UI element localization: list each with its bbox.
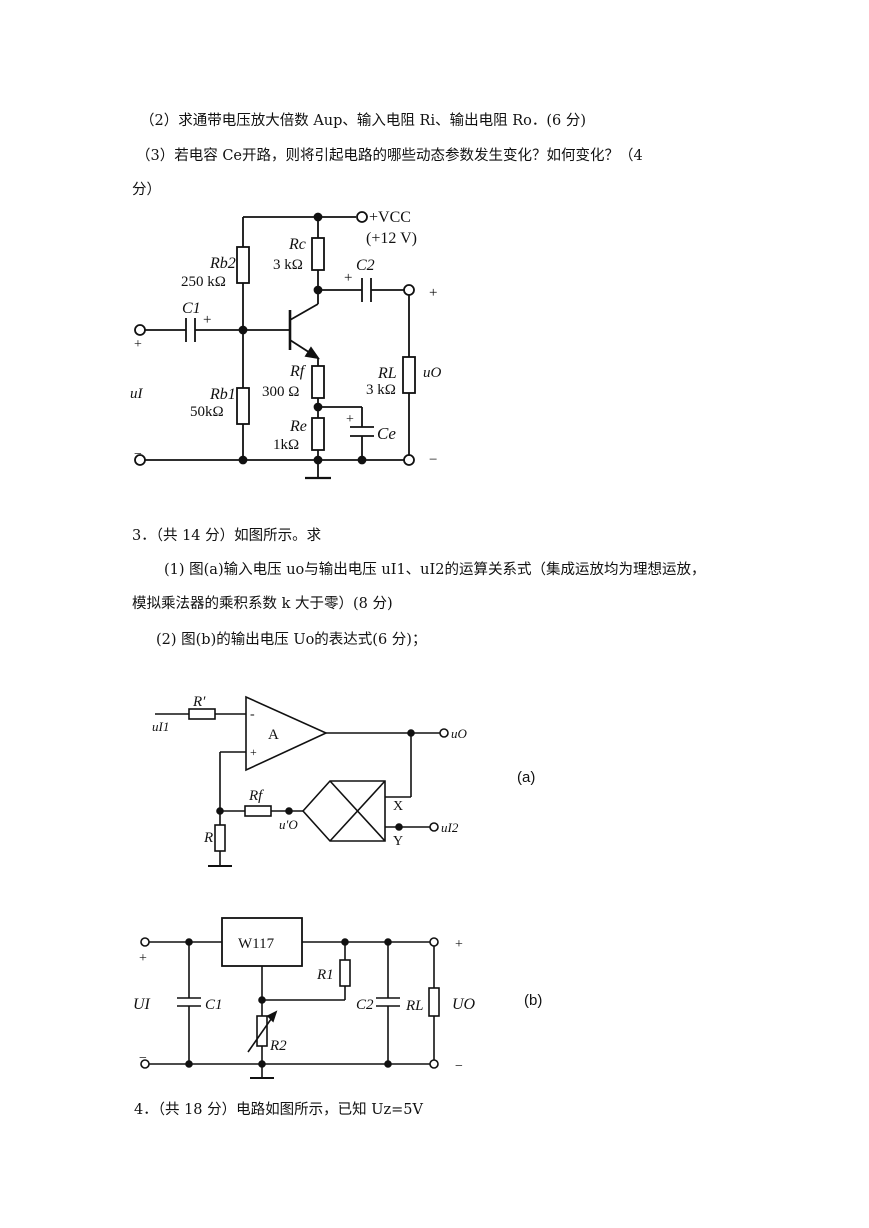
re-value: 1kΩ bbox=[273, 437, 299, 453]
input-minus: − bbox=[139, 1051, 147, 1066]
uo-prime-label: u′O bbox=[279, 817, 298, 832]
output-minus: − bbox=[429, 452, 437, 468]
uo-label: uO bbox=[451, 726, 468, 741]
opamp-a-label: A bbox=[268, 727, 279, 743]
r-label: R bbox=[203, 830, 213, 846]
rc-label: Rc bbox=[288, 236, 306, 253]
rb1-label: Rb1 bbox=[209, 386, 236, 403]
y-label: Y bbox=[393, 834, 403, 849]
opamp-plus: + bbox=[250, 745, 257, 759]
rl-label: RL bbox=[377, 365, 397, 382]
figure-a-tag: (a) bbox=[517, 769, 535, 786]
ce-plus: + bbox=[346, 412, 354, 427]
r1-label: R1 bbox=[316, 967, 334, 983]
ui-label: uI bbox=[130, 386, 144, 402]
question-3-1-line2: 模拟乘法器的乘积系数 k 大于零）(8 分) bbox=[132, 596, 393, 612]
vcc-label: +VCC bbox=[369, 209, 411, 226]
output-minus: − bbox=[455, 1059, 463, 1074]
figure-b-tag: (b) bbox=[524, 992, 542, 1009]
rf-label: Rf bbox=[289, 363, 307, 380]
ui-label: UI bbox=[133, 996, 151, 1013]
question-2-3-line1: （3）若电容 Ce开路，则将引起电路的哪些动态参数发生变化？如何变化？（4 bbox=[136, 148, 643, 164]
rb2-value: 250 kΩ bbox=[181, 274, 226, 290]
uo-label: uO bbox=[423, 365, 442, 381]
r2-label: R2 bbox=[269, 1038, 287, 1054]
rc-value: 3 kΩ bbox=[273, 257, 303, 273]
question-2-2: （2）求通带电压放大倍数 Aup、输入电阻 Ri、输出电阻 Ro．(6 分) bbox=[140, 113, 586, 129]
output-plus: + bbox=[429, 285, 437, 301]
question-3-2: (2) 图(b)的输出电压 Uo的表达式(6 分)； bbox=[156, 632, 427, 648]
input-plus: + bbox=[139, 951, 147, 966]
w117-label: W117 bbox=[238, 936, 275, 952]
question-4-heading: 4．（共 18 分）电路如图所示，已知 Uz=5V bbox=[134, 1102, 423, 1118]
c1-label: C1 bbox=[182, 300, 201, 317]
ui1-label: uI1 bbox=[152, 719, 169, 734]
rf-value: 300 Ω bbox=[262, 384, 299, 400]
rl-value: 3 kΩ bbox=[366, 382, 396, 398]
x-label: X bbox=[393, 799, 403, 814]
re-label: Re bbox=[289, 418, 307, 435]
c2-label: C2 bbox=[356, 997, 374, 1013]
c1-plus: + bbox=[203, 312, 211, 328]
question-2-3-line2: 分） bbox=[132, 182, 161, 198]
input-plus: + bbox=[134, 337, 142, 352]
output-plus: + bbox=[455, 937, 463, 952]
c1-label: C1 bbox=[205, 997, 223, 1013]
rb2-label: Rb2 bbox=[209, 255, 236, 272]
ce-label: Ce bbox=[377, 424, 396, 443]
question-3-heading: 3．（共 14 分）如图所示。求 bbox=[132, 528, 322, 544]
question-3-1-line1: (1) 图(a)输入电压 uo与输出电压 uI1、uI2的运算关系式（集成运放均… bbox=[164, 562, 706, 578]
input-minus: − bbox=[134, 447, 142, 462]
c2-label: C2 bbox=[356, 257, 375, 274]
rprime-label: R′ bbox=[192, 694, 206, 710]
rl-label: RL bbox=[405, 998, 424, 1014]
rb1-value: 50kΩ bbox=[190, 404, 224, 420]
opamp-minus: - bbox=[250, 707, 255, 722]
rf-label: Rf bbox=[248, 788, 264, 804]
vcc-value: (+12 V) bbox=[366, 230, 417, 247]
c2-plus: + bbox=[344, 270, 352, 286]
ui2-label: uI2 bbox=[441, 820, 459, 835]
uo-label: UO bbox=[452, 996, 476, 1013]
